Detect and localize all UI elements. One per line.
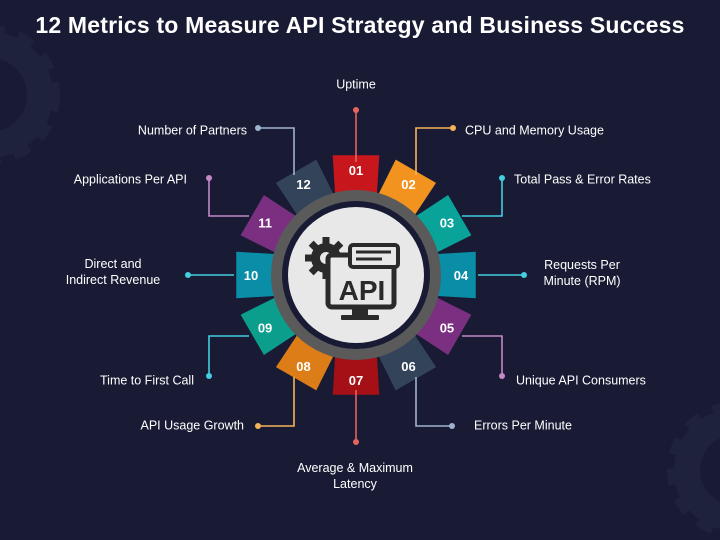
metric-label-09: Time to First Call (100, 373, 194, 387)
metric-label-line: Direct and (85, 257, 142, 271)
segment-number: 06 (401, 359, 415, 374)
connector-dot (255, 125, 261, 131)
metric-label-05: Unique API Consumers (516, 373, 646, 387)
metric-label-line: Latency (333, 477, 378, 491)
connector-07 (353, 390, 359, 445)
connector-02 (415, 125, 456, 175)
connector-09 (206, 335, 249, 379)
api-text: API (339, 275, 386, 306)
connector-line (415, 377, 452, 427)
metric-label-11: Applications Per API (74, 172, 187, 186)
connector-line (415, 127, 453, 175)
background-gear-icon-right (667, 403, 720, 537)
connector-line (208, 178, 249, 217)
connector-06 (415, 377, 455, 429)
metric-label-line: Average & Maximum (297, 461, 413, 475)
segment-shape (332, 155, 380, 198)
segment-number: 03 (440, 216, 454, 231)
metric-label-08: API Usage Growth (140, 418, 244, 432)
connector-dot (353, 107, 359, 113)
segment-number: 12 (296, 177, 310, 192)
metric-label-line: Minute (RPM) (543, 274, 620, 288)
metric-label-12: Number of Partners (138, 123, 247, 137)
segment-number: 08 (296, 359, 310, 374)
segment-number: 04 (454, 268, 469, 283)
api-monitor-gear-icon: API (305, 237, 400, 320)
background-gear-icon-left (0, 25, 60, 165)
connector-dot (255, 423, 261, 429)
metric-label-02: CPU and Memory Usage (465, 123, 604, 137)
segment-number: 11 (258, 216, 272, 231)
connector-10 (185, 272, 234, 278)
connector-dot (206, 373, 212, 379)
segment-shape (236, 251, 279, 299)
connector-line (258, 127, 295, 175)
connector-dot (521, 272, 527, 278)
segment-10: 10 (236, 251, 279, 299)
segment-04: 04 (433, 251, 476, 299)
metric-label-01: Uptime (336, 77, 376, 91)
connector-04 (478, 272, 527, 278)
connector-dot (185, 272, 191, 278)
segment-number: 02 (401, 177, 415, 192)
connector-11 (206, 175, 249, 217)
connector-12 (255, 125, 295, 175)
connector-dot (450, 125, 456, 131)
segment-07: 07 (332, 352, 380, 395)
connector-dot (206, 175, 212, 181)
segment-number: 10 (244, 268, 258, 283)
segment-shape (433, 251, 476, 299)
metric-label-03: Total Pass & Error Rates (514, 172, 651, 186)
segment-number: 09 (258, 321, 272, 336)
connector-01 (353, 107, 359, 162)
segment-number: 07 (349, 373, 363, 388)
metric-label-06: Errors Per Minute (474, 418, 572, 432)
connector-line (258, 377, 295, 427)
page-title: 12 Metrics to Measure API Strategy and B… (35, 12, 685, 38)
center-hub: API (271, 190, 441, 360)
segment-01: 01 (332, 155, 380, 198)
connector-line (462, 335, 503, 376)
connector-dot (499, 373, 505, 379)
connector-05 (462, 335, 505, 379)
connector-line (208, 335, 249, 376)
metric-label-line: Indirect Revenue (66, 273, 161, 287)
connector-dot (449, 423, 455, 429)
connector-08 (255, 377, 295, 429)
connector-03 (462, 175, 505, 217)
segment-number: 05 (440, 321, 454, 336)
connector-line (462, 178, 503, 217)
segment-shape (332, 352, 380, 395)
connector-dot (353, 439, 359, 445)
metric-label-line: Requests Per (544, 258, 620, 272)
segment-number: 01 (349, 163, 363, 178)
connector-dot (499, 175, 505, 181)
